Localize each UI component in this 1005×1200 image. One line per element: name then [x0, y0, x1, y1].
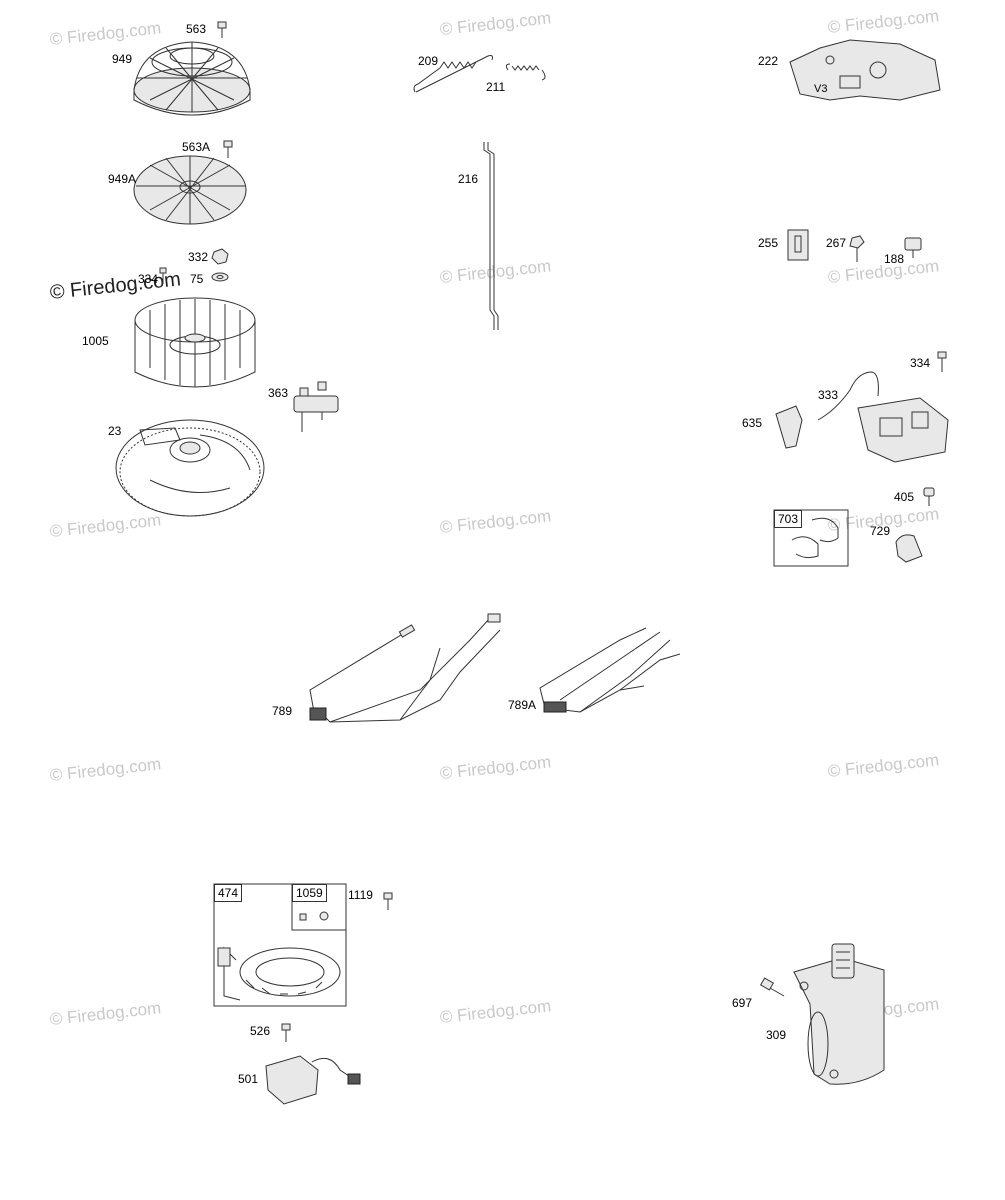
screw-563-drawing [217, 21, 227, 38]
boot-635-drawing [775, 405, 803, 449]
disk-949a-drawing [133, 155, 247, 225]
part-label: 209 [418, 54, 439, 68]
grille-949-drawing [133, 41, 251, 116]
regulator-501-drawing [265, 1055, 361, 1105]
screw-697-drawing [759, 977, 785, 997]
part-label: 405 [894, 490, 915, 504]
part-label: 526 [250, 1024, 271, 1038]
flywheel-1005-drawing [134, 297, 256, 388]
part-label: 789 [272, 704, 293, 718]
ring-gear-23-drawing [115, 419, 265, 517]
part-label: 949A [108, 172, 137, 186]
part-label: 267 [826, 236, 847, 250]
spring-209-drawing [413, 55, 493, 93]
part-label: 222 [758, 54, 779, 68]
part-label: 333 [818, 388, 839, 402]
part-label: 332 [188, 250, 209, 264]
part-label: 1119 [348, 888, 373, 902]
harness-789a-drawing [539, 627, 681, 713]
screw-526-drawing [281, 1023, 291, 1042]
part-label: 334 [138, 272, 159, 286]
screw-1119-drawing [383, 892, 393, 910]
part-label: 697 [732, 996, 753, 1010]
part-label: 563A [182, 140, 211, 154]
bracket-363-drawing [293, 381, 339, 432]
rod-216-drawing [483, 142, 499, 330]
screw-563a-drawing [223, 140, 233, 158]
part-label: 363 [268, 386, 289, 400]
part-box-label: 703 [774, 510, 803, 528]
part-label: 789A [508, 698, 537, 712]
part-label: V3 [814, 83, 828, 95]
part-label: 23 [108, 424, 122, 438]
hardware-255-267-188-drawing [787, 229, 922, 262]
part-label: 334 [910, 356, 931, 370]
screw-405-drawing [923, 487, 935, 506]
part-label: 216 [458, 172, 479, 186]
starter-309-drawing [793, 943, 885, 1085]
part-label: 949 [112, 52, 133, 66]
part-label: 1005 [82, 334, 109, 348]
cap-729-drawing [895, 534, 923, 563]
nut-washer-drawing [159, 248, 229, 284]
part-label: 255 [758, 236, 779, 250]
part-label: 309 [766, 1028, 787, 1042]
part-label: 501 [238, 1072, 259, 1086]
part-label: 188 [884, 252, 905, 266]
bracket-222-drawing [789, 39, 941, 101]
part-label: 729 [870, 524, 891, 538]
stator-474-drawing [213, 883, 347, 1007]
part-label: 563 [186, 22, 207, 36]
part-label: 211 [486, 80, 506, 94]
spring-211-drawing [505, 63, 546, 81]
part-box-label: 1059 [292, 884, 327, 902]
part-label: 75 [190, 272, 204, 286]
screw-334-drawing [937, 351, 947, 372]
harness-789-drawing [309, 613, 501, 723]
part-label: 635 [742, 416, 763, 430]
clips-703-drawing [773, 509, 849, 567]
ignition-coil-333-drawing [817, 371, 949, 463]
part-box-label: 474 [214, 884, 243, 902]
